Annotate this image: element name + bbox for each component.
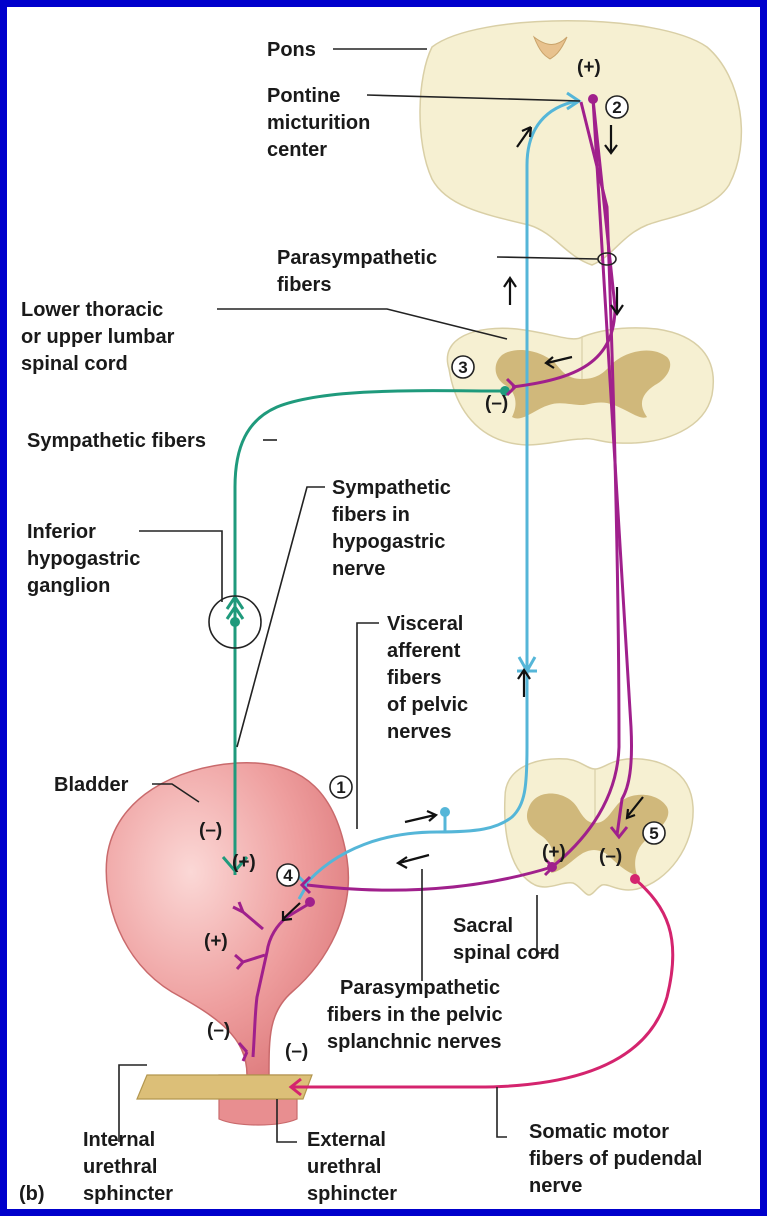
svg-text:Internal: Internal bbox=[83, 1129, 155, 1151]
label-pelvic-splanchnic: Parasympathetic fibers in the pelvic spl… bbox=[327, 977, 503, 1053]
svg-text:center: center bbox=[267, 139, 327, 161]
sign-sacral-plus: (+) bbox=[542, 842, 566, 863]
label-inferior-ganglion: Inferior hypogastric ganglion bbox=[27, 521, 140, 597]
svg-text:ganglion: ganglion bbox=[27, 575, 110, 597]
svg-text:hypogastric: hypogastric bbox=[27, 548, 140, 570]
svg-text:fibers in the pelvic: fibers in the pelvic bbox=[327, 1004, 503, 1026]
pelvic-ganglion-body bbox=[305, 897, 315, 907]
afferent-neuron-body bbox=[440, 807, 450, 817]
diagram-frame: 1 2 3 4 5 (+) (–) (–) (+) (+) (–) (+) (–… bbox=[7, 7, 760, 1209]
svg-text:1: 1 bbox=[336, 778, 345, 797]
step-4: 4 bbox=[277, 864, 299, 886]
svg-text:Lower thoracic: Lower thoracic bbox=[21, 299, 163, 321]
svg-text:External: External bbox=[307, 1129, 386, 1151]
sacral-spinal-cord bbox=[505, 759, 693, 895]
svg-text:3: 3 bbox=[458, 358, 467, 377]
label-external-sphincter: External urethral sphincter bbox=[307, 1129, 397, 1205]
svg-text:nerve: nerve bbox=[529, 1175, 582, 1197]
svg-text:urethral: urethral bbox=[307, 1156, 381, 1178]
label-pons: Pons bbox=[267, 39, 316, 61]
svg-text:hypogastric: hypogastric bbox=[332, 531, 445, 553]
external-sphincter-plate bbox=[137, 1075, 312, 1099]
svg-text:sphincter: sphincter bbox=[83, 1183, 173, 1205]
svg-text:4: 4 bbox=[283, 866, 293, 885]
svg-text:fibers of pudendal: fibers of pudendal bbox=[529, 1148, 702, 1170]
svg-text:Somatic motor: Somatic motor bbox=[529, 1121, 669, 1143]
svg-text:fibers: fibers bbox=[277, 274, 331, 296]
svg-text:spinal cord: spinal cord bbox=[453, 942, 560, 964]
svg-text:fibers: fibers bbox=[387, 667, 441, 689]
svg-text:5: 5 bbox=[649, 824, 658, 843]
thoracic-spinal-cord bbox=[447, 328, 713, 445]
sign-pons-plus: (+) bbox=[577, 57, 601, 78]
sign-external-minus: (–) bbox=[285, 1041, 308, 1062]
label-visceral-afferent: Visceral afferent fibers of pelvic nerve… bbox=[387, 613, 468, 743]
label-sacral: Sacral spinal cord bbox=[453, 915, 560, 964]
svg-text:urethral: urethral bbox=[83, 1156, 157, 1178]
label-somatic-motor: Somatic motor fibers of pudendal nerve bbox=[529, 1121, 702, 1197]
sign-bladder-minus: (–) bbox=[199, 820, 222, 841]
label-parasympathetic-fibers: Parasympathetic fibers bbox=[277, 247, 437, 296]
step-3: 3 bbox=[452, 356, 474, 378]
svg-text:micturition: micturition bbox=[267, 112, 370, 134]
sign-thoracic-minus: (–) bbox=[485, 393, 508, 414]
svg-text:fibers in: fibers in bbox=[332, 504, 410, 526]
sign-neck-minus: (–) bbox=[207, 1020, 230, 1041]
micturition-diagram: 1 2 3 4 5 (+) (–) (–) (+) (+) (–) (+) (–… bbox=[7, 7, 760, 1209]
svg-text:Sympathetic: Sympathetic bbox=[332, 477, 451, 499]
svg-text:nerves: nerves bbox=[387, 721, 452, 743]
pontine-neuron-body bbox=[588, 94, 598, 104]
label-pontine-center: Pontine micturition center bbox=[267, 85, 370, 161]
svg-text:2: 2 bbox=[612, 98, 621, 117]
svg-text:Inferior: Inferior bbox=[27, 521, 96, 543]
svg-text:Parasympathetic: Parasympathetic bbox=[277, 247, 437, 269]
svg-text:splanchnic nerves: splanchnic nerves bbox=[327, 1031, 502, 1053]
svg-text:afferent: afferent bbox=[387, 640, 461, 662]
label-lower-thoracic: Lower thoracic or upper lumbar spinal co… bbox=[21, 299, 175, 375]
svg-text:sphincter: sphincter bbox=[307, 1183, 397, 1205]
step-5: 5 bbox=[643, 822, 665, 844]
svg-text:spinal cord: spinal cord bbox=[21, 353, 128, 375]
panel-label: (b) bbox=[19, 1183, 45, 1205]
label-sympathetic-hypogastric: Sympathetic fibers in hypogastric nerve bbox=[332, 477, 451, 580]
label-bladder: Bladder bbox=[54, 774, 129, 796]
label-sympathetic-fibers: Sympathetic fibers bbox=[27, 430, 206, 452]
svg-text:Sacral: Sacral bbox=[453, 915, 513, 937]
svg-text:Visceral: Visceral bbox=[387, 613, 463, 635]
svg-text:or upper lumbar: or upper lumbar bbox=[21, 326, 175, 348]
svg-text:of pelvic: of pelvic bbox=[387, 694, 468, 716]
sign-bladder-plus-upper: (+) bbox=[232, 852, 256, 873]
step-1: 1 bbox=[330, 776, 352, 798]
svg-text:Parasympathetic: Parasympathetic bbox=[340, 977, 500, 999]
sign-sacral-minus: (–) bbox=[599, 846, 622, 867]
ganglion-neuron-body bbox=[230, 617, 240, 627]
label-internal-sphincter: Internal urethral sphincter bbox=[83, 1129, 173, 1205]
svg-text:Pontine: Pontine bbox=[267, 85, 340, 107]
step-2: 2 bbox=[606, 96, 628, 118]
svg-text:nerve: nerve bbox=[332, 558, 385, 580]
somatic-neuron-body bbox=[630, 874, 640, 884]
sign-bladder-plus-lower: (+) bbox=[204, 931, 228, 952]
